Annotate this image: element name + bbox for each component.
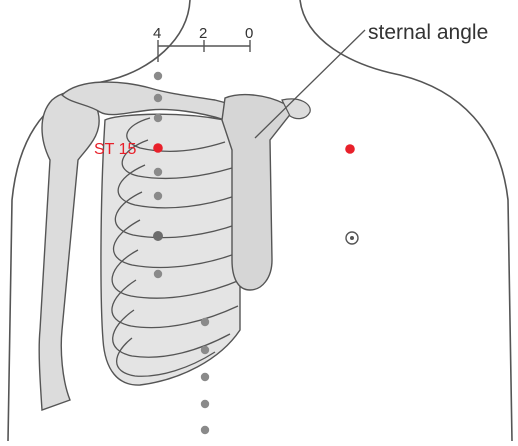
scale-tick-2: 2: [199, 26, 207, 41]
sternum-bone: [222, 95, 292, 290]
scale-tick-0: 0: [245, 26, 253, 41]
contralateral-point: [345, 144, 355, 154]
sternal-angle-pointer: [255, 30, 365, 138]
sternal-angle-label: sternal angle: [368, 22, 488, 43]
torso-outline-right: [300, 0, 512, 441]
humerus-bone: [39, 92, 99, 410]
st15-point: [153, 143, 163, 153]
st15-label: ST 15: [94, 142, 136, 158]
scale-tick-4: 4: [153, 26, 161, 41]
